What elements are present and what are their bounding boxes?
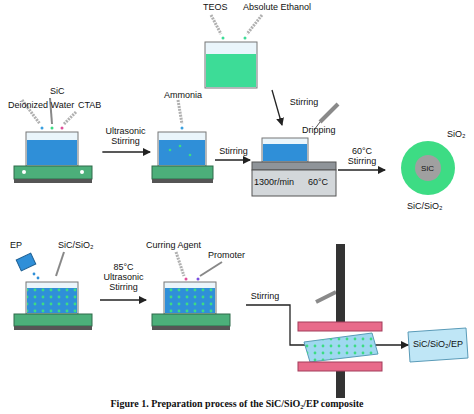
process-arrow	[102, 151, 150, 152]
figure-caption: Figure 1. Preparation process of the SiC…	[0, 398, 474, 409]
node-text: CTAB	[78, 100, 101, 111]
node-text: TEOS	[203, 2, 228, 13]
process-arrow	[272, 90, 282, 125]
node-text: Promoter	[208, 250, 245, 261]
composite-slab: SiC/SiO₂/EP	[408, 328, 468, 362]
node-text: SiC/SiO₂	[58, 240, 94, 251]
ammonia-beaker: Ammonia	[150, 86, 215, 182]
magnetic-stirrer: Dripping 1300r/min 60°C	[250, 125, 338, 197]
node-text: 60°C	[308, 177, 328, 188]
step-label: Stirring	[215, 146, 252, 156]
composite-slab-shape	[408, 328, 468, 362]
node-text: Curring Agent	[146, 240, 201, 251]
ep-beaker: EP SiC/SiO₂	[8, 238, 100, 328]
step-label: 85°C Ultrasonic Stirring	[100, 262, 147, 292]
node-text: SiC	[385, 163, 470, 174]
node-text: SiC/SiO₂	[407, 201, 443, 212]
step-label: Ultrasonic Stirring	[101, 126, 150, 146]
node-text: Absolute Ethanol	[243, 2, 311, 13]
node-text: 1300r/min	[254, 177, 294, 188]
node-text: SiC/SiO₂/EP	[408, 339, 468, 350]
node-text: Deionized Water	[8, 100, 74, 111]
step-label: 60°C Stirring	[339, 146, 385, 166]
process-arrow	[215, 159, 250, 160]
process-arrow	[338, 169, 385, 170]
node-text: Ammonia	[164, 90, 202, 101]
water-beaker: Deionized Water SiC CTAB	[8, 86, 102, 182]
curing-beaker: Curring AgentPromoter	[146, 238, 246, 328]
teos-beaker: TEOS Absolute Ethanol	[195, 2, 315, 90]
node-text: EP	[10, 240, 22, 251]
core-shell-particle: SiC SiO₂ SiC/SiO₂	[385, 125, 470, 220]
node-text: Dripping	[302, 125, 336, 136]
process-arrow	[100, 299, 146, 300]
node-text: SiC	[50, 86, 65, 97]
step-label: Stirring	[285, 97, 323, 107]
hot-press	[298, 244, 382, 398]
node-text: SiO₂	[447, 129, 466, 140]
step-label: Stirring	[246, 291, 284, 301]
